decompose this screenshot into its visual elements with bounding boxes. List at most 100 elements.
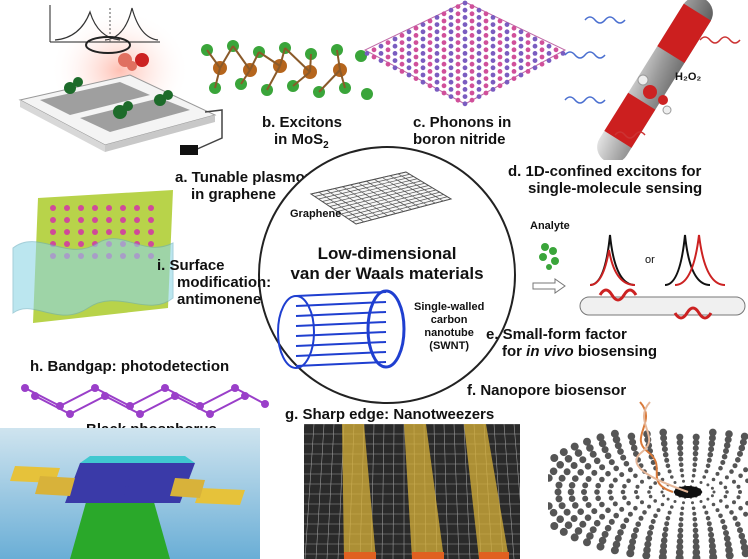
bn-atom — [434, 58, 440, 63]
panel-d-nanotube-sensor: H₂O₂ — [555, 0, 748, 160]
membrane-dot — [585, 502, 592, 508]
bn-atom — [392, 36, 398, 42]
sb-atom — [92, 205, 98, 211]
membrane-dot — [659, 428, 667, 437]
bn-atom — [462, 51, 468, 56]
bn-atom — [469, 4, 475, 9]
bn-atom — [448, 58, 454, 63]
bn-atom — [434, 87, 440, 92]
bn-atom — [399, 40, 405, 45]
membrane-dot — [626, 500, 631, 506]
membrane-dot — [599, 476, 605, 483]
membrane-dot — [692, 532, 699, 539]
membrane-dot — [724, 504, 729, 509]
membrane-dot — [682, 479, 685, 483]
bn-atom — [518, 51, 524, 56]
membrane-dot — [676, 543, 684, 551]
membrane-dot — [708, 531, 715, 538]
bn-atom — [476, 58, 482, 63]
membrane-dot — [724, 540, 732, 548]
bn-atom — [420, 72, 426, 78]
bn-atom — [469, 90, 475, 96]
membrane-dot — [721, 524, 728, 531]
sb-atom — [64, 205, 70, 211]
bn-atom — [462, 36, 468, 42]
bn-atom — [511, 61, 517, 67]
membrane-dot — [738, 532, 746, 540]
membrane-dot — [660, 542, 668, 550]
bn-atom — [406, 65, 412, 71]
panel-i-label: i. Surface modification: antimonene — [157, 257, 272, 308]
membrane-dot — [738, 505, 743, 511]
bn-atom — [504, 51, 510, 56]
membrane-dot — [691, 501, 694, 505]
membrane-dot — [549, 508, 558, 517]
membrane-dot — [567, 488, 575, 496]
bn-atom — [399, 69, 405, 74]
membrane-dot — [680, 506, 685, 511]
bn-atom — [434, 65, 440, 71]
bn-atom — [364, 51, 370, 56]
membrane-dot — [673, 500, 677, 503]
bn-atom — [455, 33, 461, 38]
membrane-dot — [598, 439, 607, 448]
bn-atom — [525, 33, 531, 38]
membrane-dot — [680, 473, 685, 478]
graphene-label: Graphene — [290, 208, 342, 220]
membrane-dot — [705, 515, 711, 521]
sb-atom — [120, 217, 126, 223]
membrane-dot — [653, 481, 657, 485]
bn-atom — [371, 47, 377, 53]
bn-atom — [518, 43, 524, 49]
panel-f-label: f. Nanopore biosensor — [467, 382, 627, 399]
sb-atom — [64, 241, 70, 247]
membrane-dot — [640, 479, 644, 484]
bn-atom — [553, 54, 559, 60]
bn-atom — [483, 54, 489, 60]
membrane-dot — [741, 549, 748, 558]
bn-atom — [546, 51, 552, 56]
bn-atom — [448, 87, 454, 92]
panel-b-label: b. Excitons in MoS2 — [262, 114, 343, 151]
bn-atom — [469, 83, 475, 89]
bn-atom — [483, 61, 489, 67]
sb-atom — [148, 217, 154, 223]
bn-atom — [490, 36, 496, 42]
membrane-dot — [555, 495, 563, 503]
bn-atom — [469, 18, 475, 24]
graphene-grid-line — [503, 424, 515, 559]
membrane-dot — [692, 538, 700, 545]
membrane-dot — [709, 553, 718, 559]
sb-atom — [50, 229, 56, 235]
bn-atom — [413, 61, 419, 67]
membrane-dot — [608, 518, 615, 525]
bn-atom — [385, 47, 391, 53]
membrane-dot — [620, 454, 627, 461]
bn-atom — [469, 97, 475, 103]
bn-atom — [483, 25, 489, 31]
membrane-dot — [584, 514, 592, 521]
bn-atom — [490, 58, 496, 63]
swnt-bond-line — [295, 321, 387, 327]
panel-b-mos2-lattice — [195, 30, 375, 110]
membrane-dot — [648, 494, 653, 499]
bn-atom — [476, 87, 482, 92]
bn-atom — [455, 11, 461, 17]
bn-atom — [455, 18, 461, 24]
bn-atom — [413, 69, 419, 74]
membrane-dot — [692, 548, 701, 557]
bn-atom — [483, 83, 489, 89]
membrane-dot — [595, 482, 601, 489]
sb-atom — [92, 217, 98, 223]
membrane-dot — [644, 540, 652, 548]
membrane-dot — [583, 538, 591, 547]
bn-atom — [427, 61, 433, 67]
sb-atom — [148, 241, 154, 247]
membrane-dot — [638, 515, 644, 521]
membrane-dot — [667, 510, 672, 515]
bn-lattice-points — [364, 0, 566, 107]
membrane-dot — [564, 455, 573, 463]
bn-atom — [448, 22, 454, 27]
membrane-dot — [692, 511, 697, 516]
bn-atom — [504, 22, 510, 27]
